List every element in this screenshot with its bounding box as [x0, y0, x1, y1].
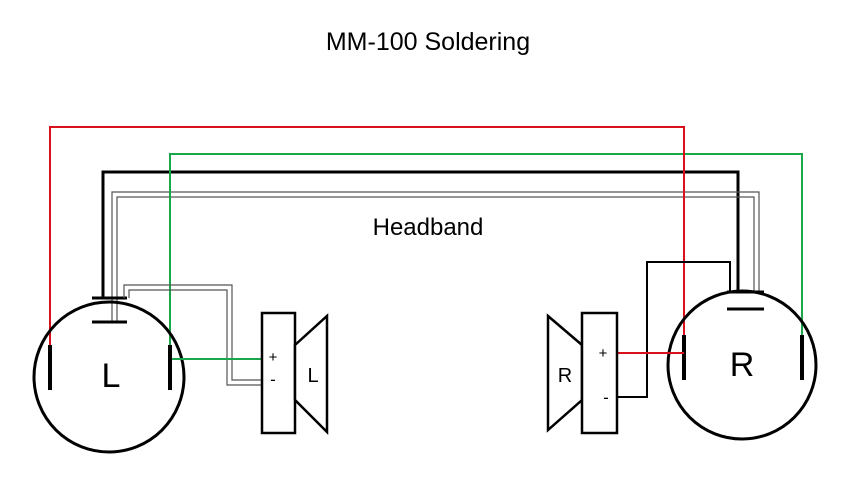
left-connector-label: L	[102, 357, 121, 395]
right-connector-label: R	[730, 346, 755, 384]
black-headband-wire	[101, 170, 740, 298]
double-headband-wire-inner	[116, 196, 755, 322]
left-connector-circle	[32, 300, 186, 454]
right-driver-minus: -	[603, 388, 609, 407]
left-driver-body	[260, 311, 297, 435]
left-driver-cone	[293, 313, 329, 436]
left-driver-label: L	[307, 365, 318, 387]
green-headband-wire	[169, 153, 803, 352]
headband-label: Headband	[373, 214, 484, 241]
right-driver-label: R	[558, 365, 572, 387]
left-double-wire-inner	[128, 289, 262, 386]
right-driver-plus: +	[599, 345, 608, 362]
red-headband-wire	[49, 126, 685, 357]
double-headband-wire-outer	[111, 191, 760, 322]
left-driver-plus: +	[269, 349, 278, 366]
right-black-driver-wire	[617, 261, 731, 398]
right-driver-body	[580, 311, 619, 435]
left-driver-minus: -	[270, 370, 276, 389]
left-double-wire-outer	[123, 284, 262, 381]
diagram-title: MM-100 Soldering	[326, 28, 530, 56]
